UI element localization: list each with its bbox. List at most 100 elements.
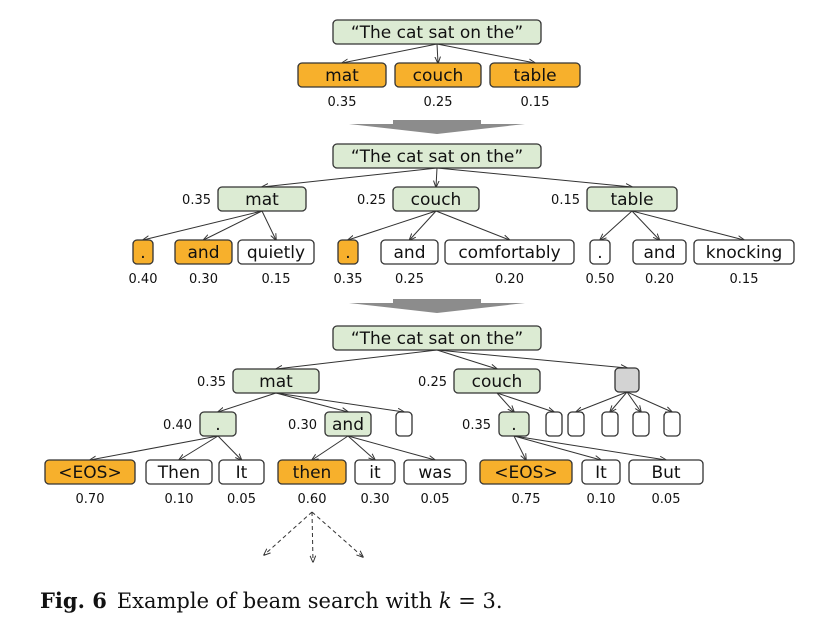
step1-candidate-prob: 0.15 [521, 95, 550, 110]
tree-edge [342, 43, 438, 63]
step3-leaf-node-label: It [236, 463, 248, 483]
step1-candidate-prob: 0.25 [424, 95, 453, 110]
step2-child-node [444, 239, 575, 265]
tree-edge [218, 392, 277, 412]
tree-edge [436, 349, 497, 369]
step2-child-node-label: knocking [706, 243, 783, 263]
step3-leaf-prob: 0.05 [421, 492, 450, 507]
future-expansion-arrow [311, 511, 363, 557]
step2-child-prob: 0.20 [645, 272, 674, 287]
step3-leaf-prob: 0.30 [361, 492, 390, 507]
step2-child-prob: 0.15 [730, 272, 759, 287]
step2-beam-node-label: mat [245, 190, 279, 210]
tree-edge [436, 349, 627, 368]
tree-edge [631, 210, 744, 240]
step2-child-node [693, 239, 795, 265]
step2-child-node-label: and [188, 243, 220, 263]
step3-empty-node [395, 411, 413, 437]
tree-edge [435, 210, 510, 240]
tree-edge [513, 435, 526, 460]
step2-child-node-label: comfortably [458, 243, 560, 263]
step2-child-node-label: . [345, 243, 350, 263]
step2-child-node [632, 239, 687, 265]
step2-child-node [132, 239, 154, 265]
step2-child-node [380, 239, 439, 265]
tree-edge [312, 435, 349, 460]
step3-leaf-prob: 0.10 [587, 492, 616, 507]
step1-prompt-node-label: “The cat sat on the” [351, 23, 523, 43]
step2-child-node [237, 239, 315, 265]
step1-candidate-node [394, 62, 482, 88]
step3-leaf-node-label: was [418, 463, 451, 483]
tree-edge [513, 435, 666, 460]
step3-expanded-node-label: . [215, 415, 220, 435]
step1-candidate-prob: 0.35 [328, 95, 357, 110]
step3-leaf-node-label: then [293, 463, 332, 483]
step3-leaf-node [403, 459, 467, 485]
step3-empty-node [567, 411, 585, 437]
step3-leaf-node-label: it [369, 463, 381, 483]
step3-leaf-node [218, 459, 265, 485]
tree-edge [410, 210, 437, 240]
beam-search-diagram: “The cat sat on the”mat0.35couch0.25tabl… [44, 19, 795, 580]
step3-beam-prob: 0.25 [418, 375, 447, 390]
step3-leaf-node-label: Then [157, 463, 200, 483]
tree-edge [261, 210, 276, 240]
step2-child-node-label: quietly [247, 243, 305, 263]
caption-k-variable: k [438, 589, 452, 613]
tree-edge [610, 391, 628, 412]
step2-child-node [174, 239, 233, 265]
step-arrow [349, 299, 525, 313]
step3-leaf-node [145, 459, 213, 485]
tree-edge [600, 210, 633, 240]
step3-leaf-node-label: <EOS> [58, 463, 121, 483]
step2-child-node-label: and [644, 243, 676, 263]
step1-candidate-node [489, 62, 581, 88]
step3-prompt-node-label: “The cat sat on the” [351, 329, 523, 349]
tree-edge [436, 167, 632, 187]
step3-leaf-node-label: <EOS> [494, 463, 557, 483]
tree-edge [436, 167, 437, 187]
step3-beam-node-label: mat [259, 372, 293, 392]
step2-child-prob: 0.30 [189, 272, 218, 287]
step2-beam-prob: 0.35 [182, 193, 211, 208]
tree-edge [496, 392, 514, 412]
step2-child-node-label: and [394, 243, 426, 263]
step3-expanded-prob: 0.40 [163, 418, 192, 433]
step2-child-prob: 0.50 [586, 272, 615, 287]
tree-edge [631, 210, 660, 240]
step3-leaf-node [354, 459, 396, 485]
tree-edge [179, 435, 219, 460]
step3-expanded-node-label: and [332, 415, 364, 435]
step2-beam-node-label: couch [411, 190, 462, 210]
step3-leaf-prob: 0.75 [512, 492, 541, 507]
tree-edge [275, 392, 348, 412]
step3-leaf-node-label: But [651, 463, 680, 483]
tree-edge [347, 435, 435, 460]
step3-expanded-prob: 0.35 [462, 418, 491, 433]
step3-leaf-prob: 0.10 [165, 492, 194, 507]
step3-leaf-node [581, 459, 621, 485]
tree-edge [348, 210, 437, 240]
tree-edge [204, 210, 263, 240]
step2-child-prob: 0.25 [395, 272, 424, 287]
caption-text-end: = 3. [451, 589, 503, 613]
tree-edge [626, 391, 672, 412]
step2-child-node [589, 239, 611, 265]
tree-edge [626, 391, 641, 412]
step2-child-prob: 0.35 [334, 272, 363, 287]
step2-beam-prob: 0.15 [551, 193, 580, 208]
step2-child-node-label: . [597, 243, 602, 263]
tree-edge [275, 392, 404, 412]
step3-leaf-prob: 0.70 [76, 492, 105, 507]
step2-child-prob: 0.15 [262, 272, 291, 287]
step3-leaf-prob: 0.05 [652, 492, 681, 507]
step1-candidate-node-label: mat [325, 66, 359, 86]
step3-leaf-node [479, 459, 573, 485]
tree-edge [496, 392, 554, 412]
step3-empty-node [601, 411, 619, 437]
step3-expanded-node-label: . [511, 415, 516, 435]
step3-empty-node [545, 411, 563, 437]
